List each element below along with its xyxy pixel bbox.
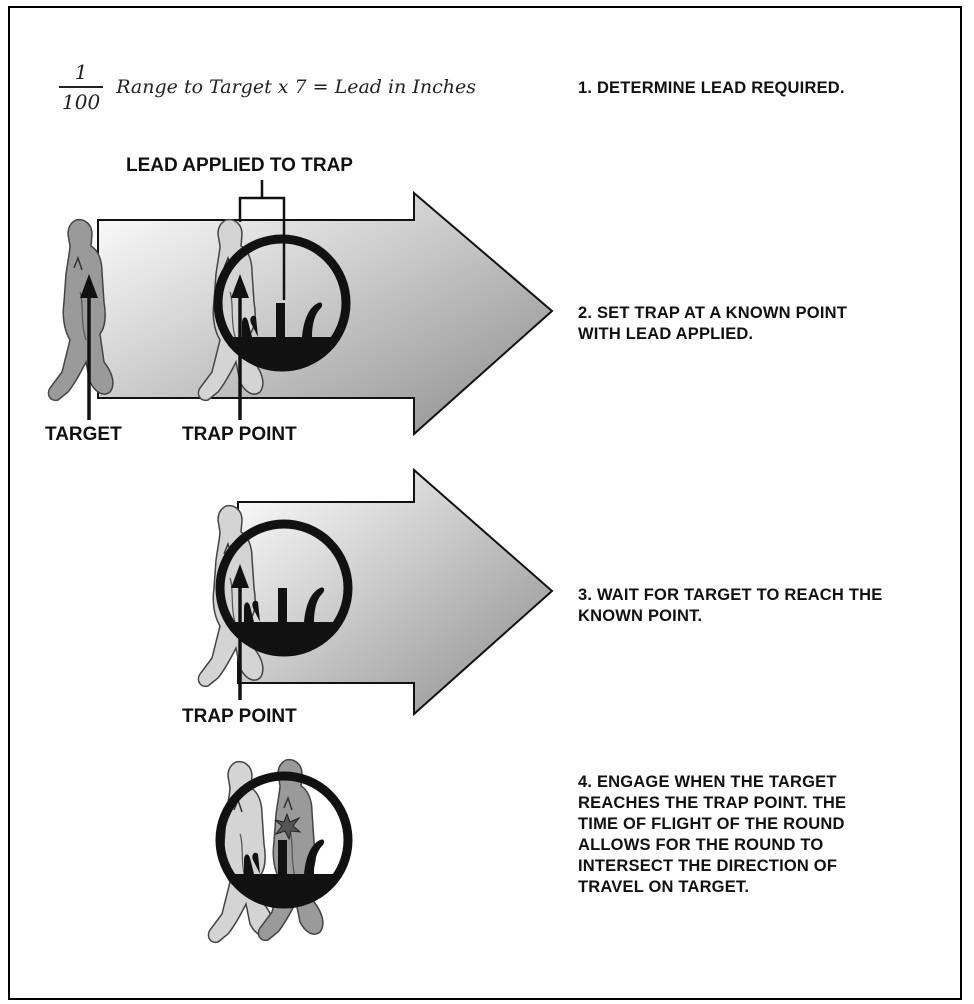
trap-point-pointer-arrow-2 [231, 564, 249, 700]
step-2-text: 2. SET TRAP AT A KNOWN POINT WITH LEAD A… [578, 304, 847, 343]
lead-formula: 1 100 Range to Target x 7 = Lead in Inch… [58, 60, 476, 114]
direction-arrow-1 [97, 190, 554, 437]
target-label: TARGET [45, 424, 122, 445]
formula-numerator: 1 [74, 60, 88, 84]
formula-fraction: 1 100 [58, 60, 104, 114]
step-1-text: 1. DETERMINE LEAD REQUIRED. [578, 79, 845, 97]
target-pointer-arrow [80, 274, 98, 420]
trap-point-label: TRAP POINT [182, 424, 297, 445]
fraction-bar [59, 86, 104, 88]
step-4-text: 4. ENGAGE WHEN THE TARGET REACHES THE TR… [578, 773, 847, 896]
formula-expression: Range to Target x 7 = Lead in Inches [116, 75, 476, 98]
step-3-text: 3. WAIT FOR TARGET TO REACH THE KNOWN PO… [578, 586, 883, 625]
diagram-border [8, 6, 962, 1000]
impact-burst-icon [274, 812, 302, 841]
lead-applied-label: LEAD APPLIED TO TRAP [126, 155, 353, 176]
trap-point-pointer-arrow [231, 274, 249, 420]
trap-point-label-2: TRAP POINT [182, 706, 297, 727]
formula-denominator: 100 [62, 89, 101, 114]
